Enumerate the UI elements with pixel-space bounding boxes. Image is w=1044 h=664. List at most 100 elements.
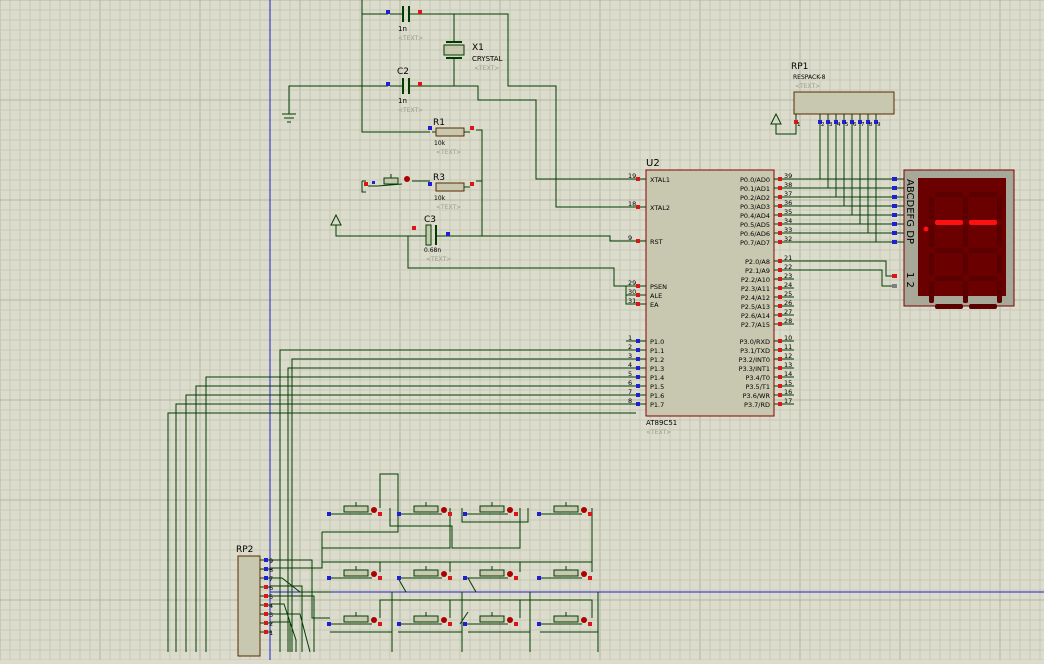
display-segment-pin[interactable] xyxy=(892,240,897,244)
rp1-pin[interactable] xyxy=(818,120,822,124)
rp1-pin[interactable] xyxy=(866,120,870,124)
mcu-pin-16[interactable] xyxy=(778,393,782,397)
keypad-button[interactable] xyxy=(537,566,592,580)
mcu-pin-8[interactable] xyxy=(636,402,640,406)
display-digit-pin[interactable] xyxy=(892,284,897,288)
segment-d xyxy=(935,304,963,309)
keypad-button[interactable] xyxy=(537,502,592,516)
rp1-body[interactable] xyxy=(793,91,895,115)
display-segment-pin[interactable] xyxy=(892,186,897,190)
mcu-pin-34[interactable] xyxy=(778,222,782,226)
resistor-r3[interactable]: R3 10k <TEXT> xyxy=(428,173,474,211)
mcu-pin-13[interactable] xyxy=(778,366,782,370)
capacitor-c1[interactable]: 1n <TEXT> xyxy=(386,6,423,42)
rp2-pin[interactable] xyxy=(264,621,268,625)
mcu-pin-33[interactable] xyxy=(778,231,782,235)
mcu-pin-10[interactable] xyxy=(778,339,782,343)
mcu-pin-23[interactable] xyxy=(778,277,782,281)
mcu-pin-4[interactable] xyxy=(636,366,640,370)
keypad-button[interactable] xyxy=(327,566,382,580)
power-terminal-symbol[interactable] xyxy=(330,213,342,226)
keypad-button[interactable] xyxy=(463,502,518,516)
mcu-pin-39[interactable] xyxy=(778,177,782,181)
mcu-pin-30[interactable] xyxy=(636,293,640,297)
mcu-pin-37[interactable] xyxy=(778,195,782,199)
crystal-x1[interactable]: X1 CRYSTAL <TEXT> xyxy=(443,41,503,72)
mcu-pin-7[interactable] xyxy=(636,393,640,397)
mcu-pin-29[interactable] xyxy=(636,284,640,288)
rp1-pin[interactable] xyxy=(850,120,854,124)
keypad-button-pin xyxy=(378,622,382,626)
mcu-pin-27[interactable] xyxy=(778,313,782,317)
mcu-pin-18[interactable] xyxy=(636,205,640,209)
rp1-pin[interactable] xyxy=(834,120,838,124)
mcu-pin-26[interactable] xyxy=(778,304,782,308)
mcu-pin-32[interactable] xyxy=(778,240,782,244)
rp2-pin[interactable] xyxy=(264,603,268,607)
display-segment-pin[interactable] xyxy=(892,222,897,226)
resistor-r1[interactable]: R1 10k <TEXT> xyxy=(428,118,474,156)
rp1-pin[interactable] xyxy=(874,120,878,124)
display-segment-pin[interactable] xyxy=(892,231,897,235)
keypad-button[interactable] xyxy=(327,612,382,626)
display-segment-pin[interactable] xyxy=(892,195,897,199)
rp2-pin[interactable] xyxy=(264,576,268,580)
mcu-pin-3[interactable] xyxy=(636,357,640,361)
keypad-button[interactable] xyxy=(463,566,518,580)
mcu-pin-21[interactable] xyxy=(778,259,782,263)
power-terminal-symbol[interactable] xyxy=(770,112,782,125)
mcu-pin-25[interactable] xyxy=(778,295,782,299)
mcu-pin-1[interactable] xyxy=(636,339,640,343)
display-digit-pin[interactable] xyxy=(892,274,897,278)
display-segment-pin[interactable] xyxy=(892,213,897,217)
capacitor-c3[interactable]: C3 0.68n <TEXT> xyxy=(412,215,451,263)
mcu-pin-35[interactable] xyxy=(778,213,782,217)
rp2-body[interactable] xyxy=(237,555,261,657)
rp1-pin[interactable] xyxy=(858,120,862,124)
mcu-pin-28[interactable] xyxy=(778,322,782,326)
keypad-button[interactable] xyxy=(327,502,382,516)
mcu-pin-14[interactable] xyxy=(778,375,782,379)
display-segment-pin[interactable] xyxy=(892,177,897,181)
ground-symbol[interactable] xyxy=(282,113,296,123)
keypad-button[interactable] xyxy=(463,612,518,626)
capacitor-c2[interactable]: C2 1n <TEXT> xyxy=(386,67,423,114)
reset-button[interactable] xyxy=(364,174,410,187)
rp2-pin[interactable] xyxy=(264,612,268,616)
rp2-pin[interactable] xyxy=(264,567,268,571)
mcu-pin-31[interactable] xyxy=(636,302,640,306)
keypad-button[interactable] xyxy=(537,612,592,626)
mcu-pin-12[interactable] xyxy=(778,357,782,361)
mcu-pin-5[interactable] xyxy=(636,375,640,379)
display-segment-pin[interactable] xyxy=(892,204,897,208)
rp1-pin[interactable] xyxy=(826,120,830,124)
keypad-button[interactable] xyxy=(397,566,452,580)
keypad-matrix[interactable] xyxy=(327,502,592,626)
rp2-pin[interactable] xyxy=(264,630,268,634)
seven-segment-display[interactable]: ABCDEFG DP 1 2 xyxy=(892,169,1015,309)
mcu-pin-2[interactable] xyxy=(636,348,640,352)
mcu-pin-38[interactable] xyxy=(778,186,782,190)
mcu-pin-19[interactable] xyxy=(636,177,640,181)
mcu-pin-9[interactable] xyxy=(636,239,640,243)
mcu-body[interactable] xyxy=(645,169,775,417)
rp2-pin[interactable] xyxy=(264,585,268,589)
rp2-pin[interactable] xyxy=(264,558,268,562)
mcu-pin-17[interactable] xyxy=(778,402,782,406)
keypad-button[interactable] xyxy=(397,612,452,626)
mcu-pin-36[interactable] xyxy=(778,204,782,208)
rp2-pin[interactable] xyxy=(264,594,268,598)
keypad-button[interactable] xyxy=(397,502,452,516)
rp1-pin[interactable] xyxy=(794,120,798,124)
mcu-pin-24[interactable] xyxy=(778,286,782,290)
mcu-pin-11[interactable] xyxy=(778,348,782,352)
rp1-pin[interactable] xyxy=(842,120,846,124)
mcu-pin-6[interactable] xyxy=(636,384,640,388)
mcu-pin-22[interactable] xyxy=(778,268,782,272)
mcu-pin-15[interactable] xyxy=(778,384,782,388)
